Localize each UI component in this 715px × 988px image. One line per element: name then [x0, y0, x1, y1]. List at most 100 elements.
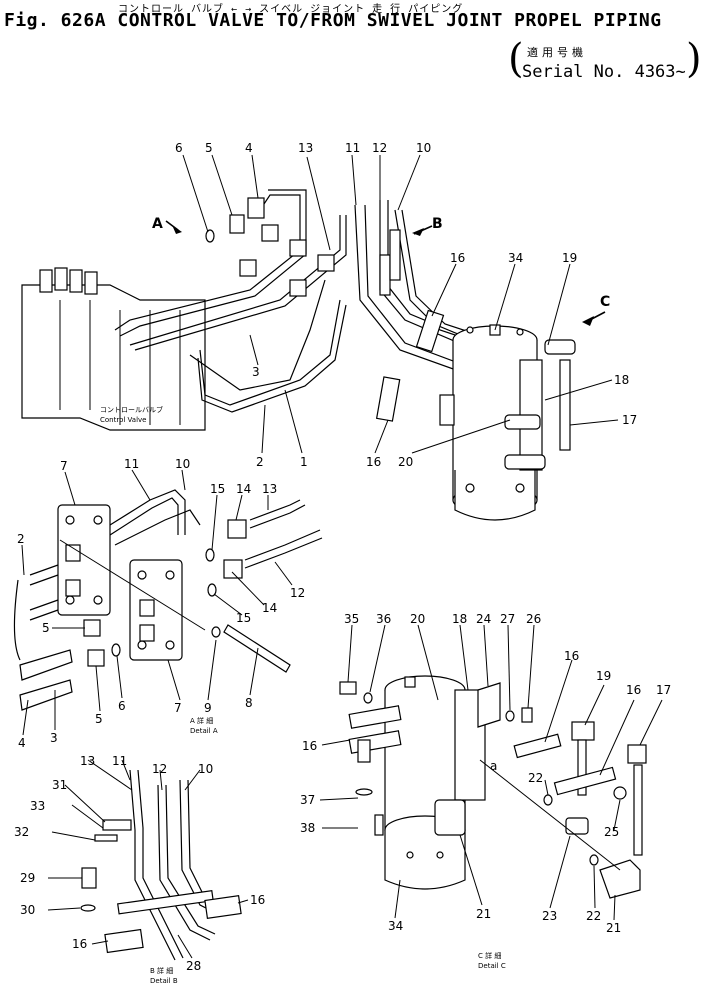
- detail-b-leaders: [47, 759, 249, 959]
- callout: 5: [42, 621, 50, 635]
- detail-b: B 詳 細 Detail B: [80, 769, 242, 985]
- callout: 20: [410, 612, 425, 626]
- callout: 17: [622, 413, 637, 427]
- callout: 3: [50, 731, 58, 745]
- view-arrows: A B C: [152, 216, 610, 326]
- o-ring-6: [205, 229, 215, 243]
- title-japanese: コントロール バルブ ← → スイベル ジョイント 走 行 パイピング: [118, 4, 464, 15]
- control-valve-jp-label: コントロールバルブ: [100, 405, 163, 414]
- callout: 7: [60, 459, 68, 473]
- callout: 38: [300, 821, 315, 835]
- callout: 16: [72, 937, 87, 951]
- callout: 11: [124, 457, 139, 471]
- callout: 9: [204, 701, 212, 715]
- callout: 28: [186, 959, 201, 973]
- main-leaders: [182, 154, 619, 454]
- callout: 31: [52, 778, 67, 792]
- callout: 6: [175, 141, 183, 155]
- callout: 11: [345, 141, 360, 155]
- callout: 19: [596, 669, 611, 683]
- callout: 2: [256, 455, 264, 469]
- callout: 16: [302, 739, 317, 753]
- callout: 11: [112, 754, 127, 768]
- cap-35: [339, 681, 357, 695]
- callouts-detail-b: 13 11 12 10 31 33 32 29 30 16 16 28: [14, 754, 265, 973]
- callout: 13: [80, 754, 95, 768]
- callouts-main: 6 5 4 13 11 12 10 16 34 19 18 17 3 2 1 1…: [175, 141, 637, 469]
- callout: 4: [245, 141, 253, 155]
- callout: 16: [450, 251, 465, 265]
- callout: 32: [14, 825, 29, 839]
- callout: 30: [20, 903, 35, 917]
- callout: 12: [152, 762, 167, 776]
- callout: 6: [118, 699, 126, 713]
- right-parenthesis: ): [686, 36, 702, 82]
- callout: 5: [95, 712, 103, 726]
- callout: 16: [564, 649, 579, 663]
- callout: 24: [476, 612, 491, 626]
- o-ring-36: [363, 692, 373, 704]
- callout: 16: [250, 893, 265, 907]
- callout: 2: [17, 532, 25, 546]
- view-arrow-a: A: [152, 216, 163, 232]
- callout: 29: [20, 871, 35, 885]
- callout: 7: [174, 701, 182, 715]
- callout: 4: [18, 736, 26, 750]
- serial-number: Serial No. 4363~: [522, 62, 686, 82]
- detail-a-leaders: [21, 469, 293, 736]
- control-valve-label: Control Valve: [100, 416, 146, 424]
- view-arrow-b: B: [432, 216, 443, 232]
- detail-b-jp-label: B 詳 細: [150, 966, 173, 975]
- detail-c: a C 詳 細 Detail C: [339, 675, 647, 970]
- callout: 5: [205, 141, 213, 155]
- callout: 1: [300, 455, 308, 469]
- callout: 3: [252, 365, 260, 379]
- callout: 20: [398, 455, 413, 469]
- callout: 25: [604, 825, 619, 839]
- callout: 18: [614, 373, 629, 387]
- callout: 34: [388, 919, 403, 933]
- fitting-4: [247, 197, 265, 219]
- callout: 15: [210, 482, 225, 496]
- pipe-17: [559, 359, 571, 451]
- callout: 35: [344, 612, 359, 626]
- callout: 16: [626, 683, 641, 697]
- callout: 10: [175, 457, 190, 471]
- callout: 10: [416, 141, 431, 155]
- detail-c-label: Detail C: [478, 962, 506, 970]
- callout: 15: [236, 611, 251, 625]
- callout: 21: [606, 921, 621, 935]
- detail-a: A 詳 細 Detail A: [13, 489, 323, 735]
- callout: 23: [542, 909, 557, 923]
- swivel-joint-main: [439, 324, 576, 521]
- callout: 12: [372, 141, 387, 155]
- callout: 13: [298, 141, 313, 155]
- serial-japanese: 適用号機: [527, 46, 587, 59]
- callout: 12: [290, 586, 305, 600]
- callout: 26: [526, 612, 541, 626]
- callout: 22: [586, 909, 601, 923]
- left-parenthesis: (: [508, 36, 524, 82]
- callout: 21: [476, 907, 491, 921]
- callout: 36: [376, 612, 391, 626]
- hose-16-main: [375, 309, 445, 422]
- callout: 18: [452, 612, 467, 626]
- callout: 8: [245, 696, 253, 710]
- detail-b-label: Detail B: [150, 977, 178, 985]
- callout: 16: [366, 455, 381, 469]
- callouts-detail-c: 35 36 20 18 24 27 26 16 19 16 17 16 37 2…: [300, 612, 671, 935]
- figure-title: Fig. 626A CONTROL VALVE TO/FROM SWIVEL J…: [4, 10, 662, 31]
- detail-c-leaders: [319, 624, 663, 921]
- callout: 14: [236, 482, 251, 496]
- detail-a-jp-label: A 詳 細: [190, 716, 213, 725]
- callout: 14: [262, 601, 277, 615]
- callout: 13: [262, 482, 277, 496]
- callout: 19: [562, 251, 577, 265]
- callout: 22: [528, 771, 543, 785]
- callout: 10: [198, 762, 213, 776]
- main-fittings: [205, 197, 401, 297]
- callout: 34: [508, 251, 523, 265]
- fitting-5: [229, 214, 245, 234]
- view-arrow-c: C: [600, 294, 610, 310]
